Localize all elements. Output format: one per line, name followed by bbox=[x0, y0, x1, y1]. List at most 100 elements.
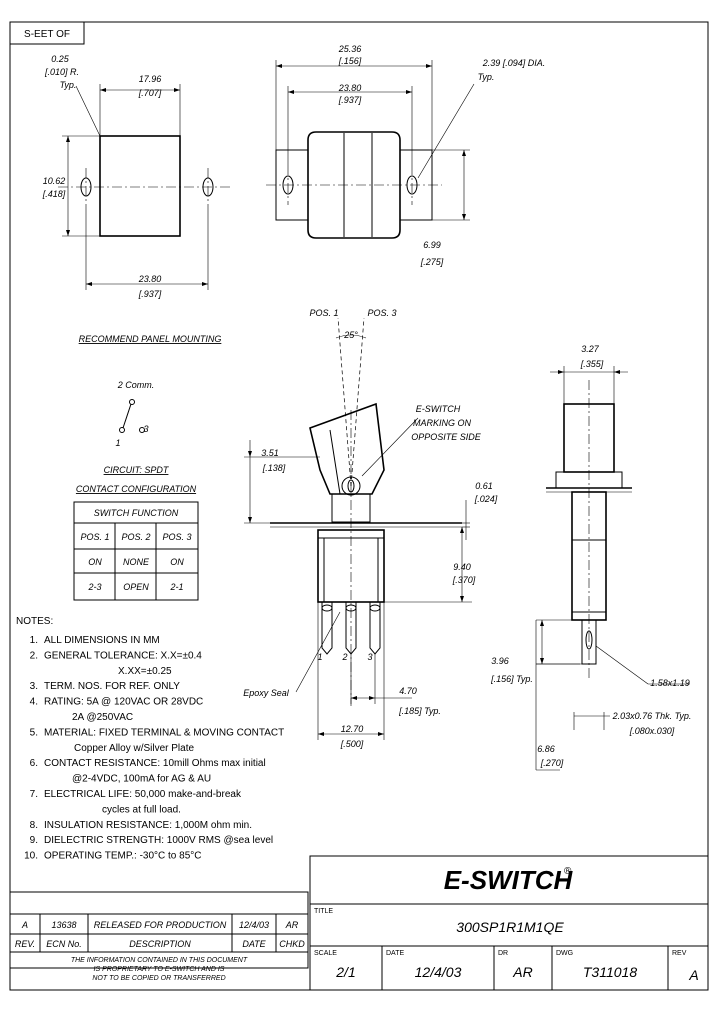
rev-value: A bbox=[688, 967, 698, 983]
note-number: 5. bbox=[30, 727, 38, 738]
note-number: 1. bbox=[30, 635, 38, 646]
side-dim-686-1: 6.86 bbox=[537, 744, 555, 754]
eswitch-reg-mark: ® bbox=[564, 866, 572, 877]
note-number: 10. bbox=[24, 851, 38, 862]
note-number: 3. bbox=[30, 681, 38, 692]
dim-centers-1: 23.80 bbox=[138, 274, 162, 284]
sf-cell: OPEN bbox=[123, 582, 149, 592]
side-dim-396-1: 3.96 bbox=[491, 656, 509, 666]
rev-header: CHKD bbox=[279, 939, 305, 949]
note-number: 7. bbox=[30, 789, 38, 800]
circuit-diagram: 2 Comm. 1 3 CIRCUIT: SPDT CONTACT CONFIG… bbox=[76, 380, 197, 494]
note-text: @2-4VDC, 100mA for AG & AU bbox=[72, 774, 211, 785]
note-text: cycles at full load. bbox=[102, 804, 181, 815]
rev-header: DESCRIPTION bbox=[129, 939, 191, 949]
sf-header: POS. 3 bbox=[162, 532, 191, 542]
circuit-title-2: CONTACT CONFIGURATION bbox=[76, 484, 197, 494]
terminals bbox=[321, 601, 381, 655]
top-dim-hole-2: Typ. bbox=[478, 72, 495, 82]
rev-row-chkd: AR bbox=[285, 920, 299, 930]
front-angle: 25° bbox=[343, 330, 358, 340]
sf-cell: 2-1 bbox=[169, 582, 183, 592]
front-dim-940-1: 9.40 bbox=[453, 562, 471, 572]
note-text: OPERATING TEMP.: -30°C to 85°C bbox=[44, 851, 202, 862]
dim-radius-3: Typ. bbox=[60, 80, 77, 90]
note-number: 4. bbox=[30, 697, 38, 708]
top-dim-depth-2: [.275] bbox=[420, 257, 444, 267]
note-text: CONTACT RESISTANCE: 10mill Ohms max init… bbox=[44, 758, 266, 769]
body-top bbox=[307, 131, 401, 239]
sheet-label-box bbox=[9, 21, 85, 45]
front-dim-351-2: [.138] bbox=[262, 463, 286, 473]
confidential-2: IS PROPRIETARY TO E-SWITCH AND IS bbox=[94, 966, 225, 973]
note-text: DIELECTRIC STRENGTH: 1000V RMS @sea leve… bbox=[44, 835, 273, 846]
dim-radius-1: 0.25 bbox=[51, 54, 70, 64]
scale-label: SCALE bbox=[314, 950, 337, 957]
note-text: GENERAL TOLERANCE: X.X=±0.4 bbox=[44, 650, 202, 661]
top-dim-centers-2: [.937] bbox=[338, 95, 362, 105]
front-epoxy: Epoxy Seal bbox=[243, 688, 290, 698]
side-dim-hole: 1.58x1.19 bbox=[650, 678, 690, 688]
rev-row-desc: RELEASED FOR PRODUCTION bbox=[94, 920, 227, 930]
dwg-label: DWG bbox=[556, 950, 573, 957]
note-text: 2A @250VAC bbox=[72, 712, 133, 723]
front-pos1: POS. 1 bbox=[309, 308, 338, 318]
rev-row-ecn: 13638 bbox=[51, 920, 76, 930]
side-dim-term-2: [.080x.030] bbox=[629, 726, 675, 736]
eswitch-logo: E-SWITCH bbox=[444, 865, 574, 895]
sheet-label: S-EET OF bbox=[24, 29, 70, 40]
rocker-actuator bbox=[309, 402, 385, 495]
confidential-1: THE INFORMATION CONTAINED IN THIS DOCUME… bbox=[71, 957, 248, 964]
front-term-1: 1 bbox=[317, 652, 322, 662]
notes: NOTES: 1.ALL DIMENSIONS IN MM2.GENERAL T… bbox=[16, 616, 284, 862]
front-dim-061-1: 0.61 bbox=[475, 481, 493, 491]
side-dim-686-2: [.270] bbox=[540, 758, 564, 768]
scale-value: 2/1 bbox=[335, 964, 355, 980]
sf-header: POS. 1 bbox=[80, 532, 109, 542]
front-dim-1270-2: [.500] bbox=[340, 739, 364, 749]
panel-mounting-title: RECOMMEND PANEL MOUNTING bbox=[79, 334, 222, 344]
rev-row-rev: A bbox=[21, 920, 28, 930]
rev-header: ECN No. bbox=[46, 939, 82, 949]
title-label: TITLE bbox=[314, 908, 333, 915]
sf-cell: ON bbox=[88, 557, 102, 567]
note-number: 8. bbox=[30, 820, 38, 831]
note-text: INSULATION RESISTANCE: 1,000M ohm min. bbox=[44, 820, 252, 831]
circuit-pin-3: 3 bbox=[143, 424, 148, 434]
top-dim-centers-1: 23.80 bbox=[338, 83, 362, 93]
title-block: E-SWITCH ® TITLE 300SP1R1M1QE SCALE 2/1 … bbox=[309, 855, 709, 991]
front-term-3: 3 bbox=[367, 652, 372, 662]
dim-height-2: [.418] bbox=[42, 189, 66, 199]
rev-label: REV bbox=[672, 950, 687, 957]
front-marking-3: OPPOSITE SIDE bbox=[411, 432, 482, 442]
date-label: DATE bbox=[386, 950, 404, 957]
front-dim-1270-1: 12.70 bbox=[341, 724, 364, 734]
confidential-3: NOT TO BE COPIED OR TRANSFERRED bbox=[92, 975, 225, 982]
sf-title: SWITCH FUNCTION bbox=[94, 508, 179, 518]
side-dim-term-1: 2.03x0.76 Thk. Typ. bbox=[612, 711, 692, 721]
top-dim-hole-1: 2.39 [.094] DIA. bbox=[482, 58, 546, 68]
note-text: ELECTRICAL LIFE: 50,000 make-and-break bbox=[44, 789, 242, 800]
front-dim-351-1: 3.51 bbox=[261, 448, 279, 458]
front-dim-061-2: [.024] bbox=[474, 494, 498, 504]
dim-centers-2: [.937] bbox=[138, 289, 162, 299]
dim-width-2: [.707] bbox=[138, 88, 162, 98]
dr-label: DR bbox=[498, 950, 508, 957]
note-text: Copper Alloy w/Silver Plate bbox=[74, 743, 194, 754]
side-dim-396-2: [.156] Typ. bbox=[490, 674, 533, 684]
side-dim-327-2: [.355] bbox=[580, 359, 604, 369]
notes-title: NOTES: bbox=[16, 616, 53, 627]
part-number-title: 300SP1R1M1QE bbox=[456, 919, 564, 935]
rev-row-date: 12/4/03 bbox=[239, 920, 269, 930]
side-dim-327-1: 3.27 bbox=[581, 344, 600, 354]
sf-cell: ON bbox=[170, 557, 184, 567]
note-number: 9. bbox=[30, 835, 38, 846]
top-view: 25.36 [.156] 23.80 [.937] 2.39 [.094] DI… bbox=[266, 44, 545, 267]
dim-height-1: 10.62 bbox=[43, 176, 66, 186]
note-text: RATING: 5A @ 120VAC OR 28VDC bbox=[44, 697, 203, 708]
front-pos3: POS. 3 bbox=[367, 308, 396, 318]
front-dim-470-2: [.185] Typ. bbox=[398, 706, 441, 716]
front-view: POS. 1 POS. 3 25° E-SWITCH MARKING ON OP… bbox=[243, 308, 498, 749]
rev-header: REV. bbox=[15, 939, 35, 949]
